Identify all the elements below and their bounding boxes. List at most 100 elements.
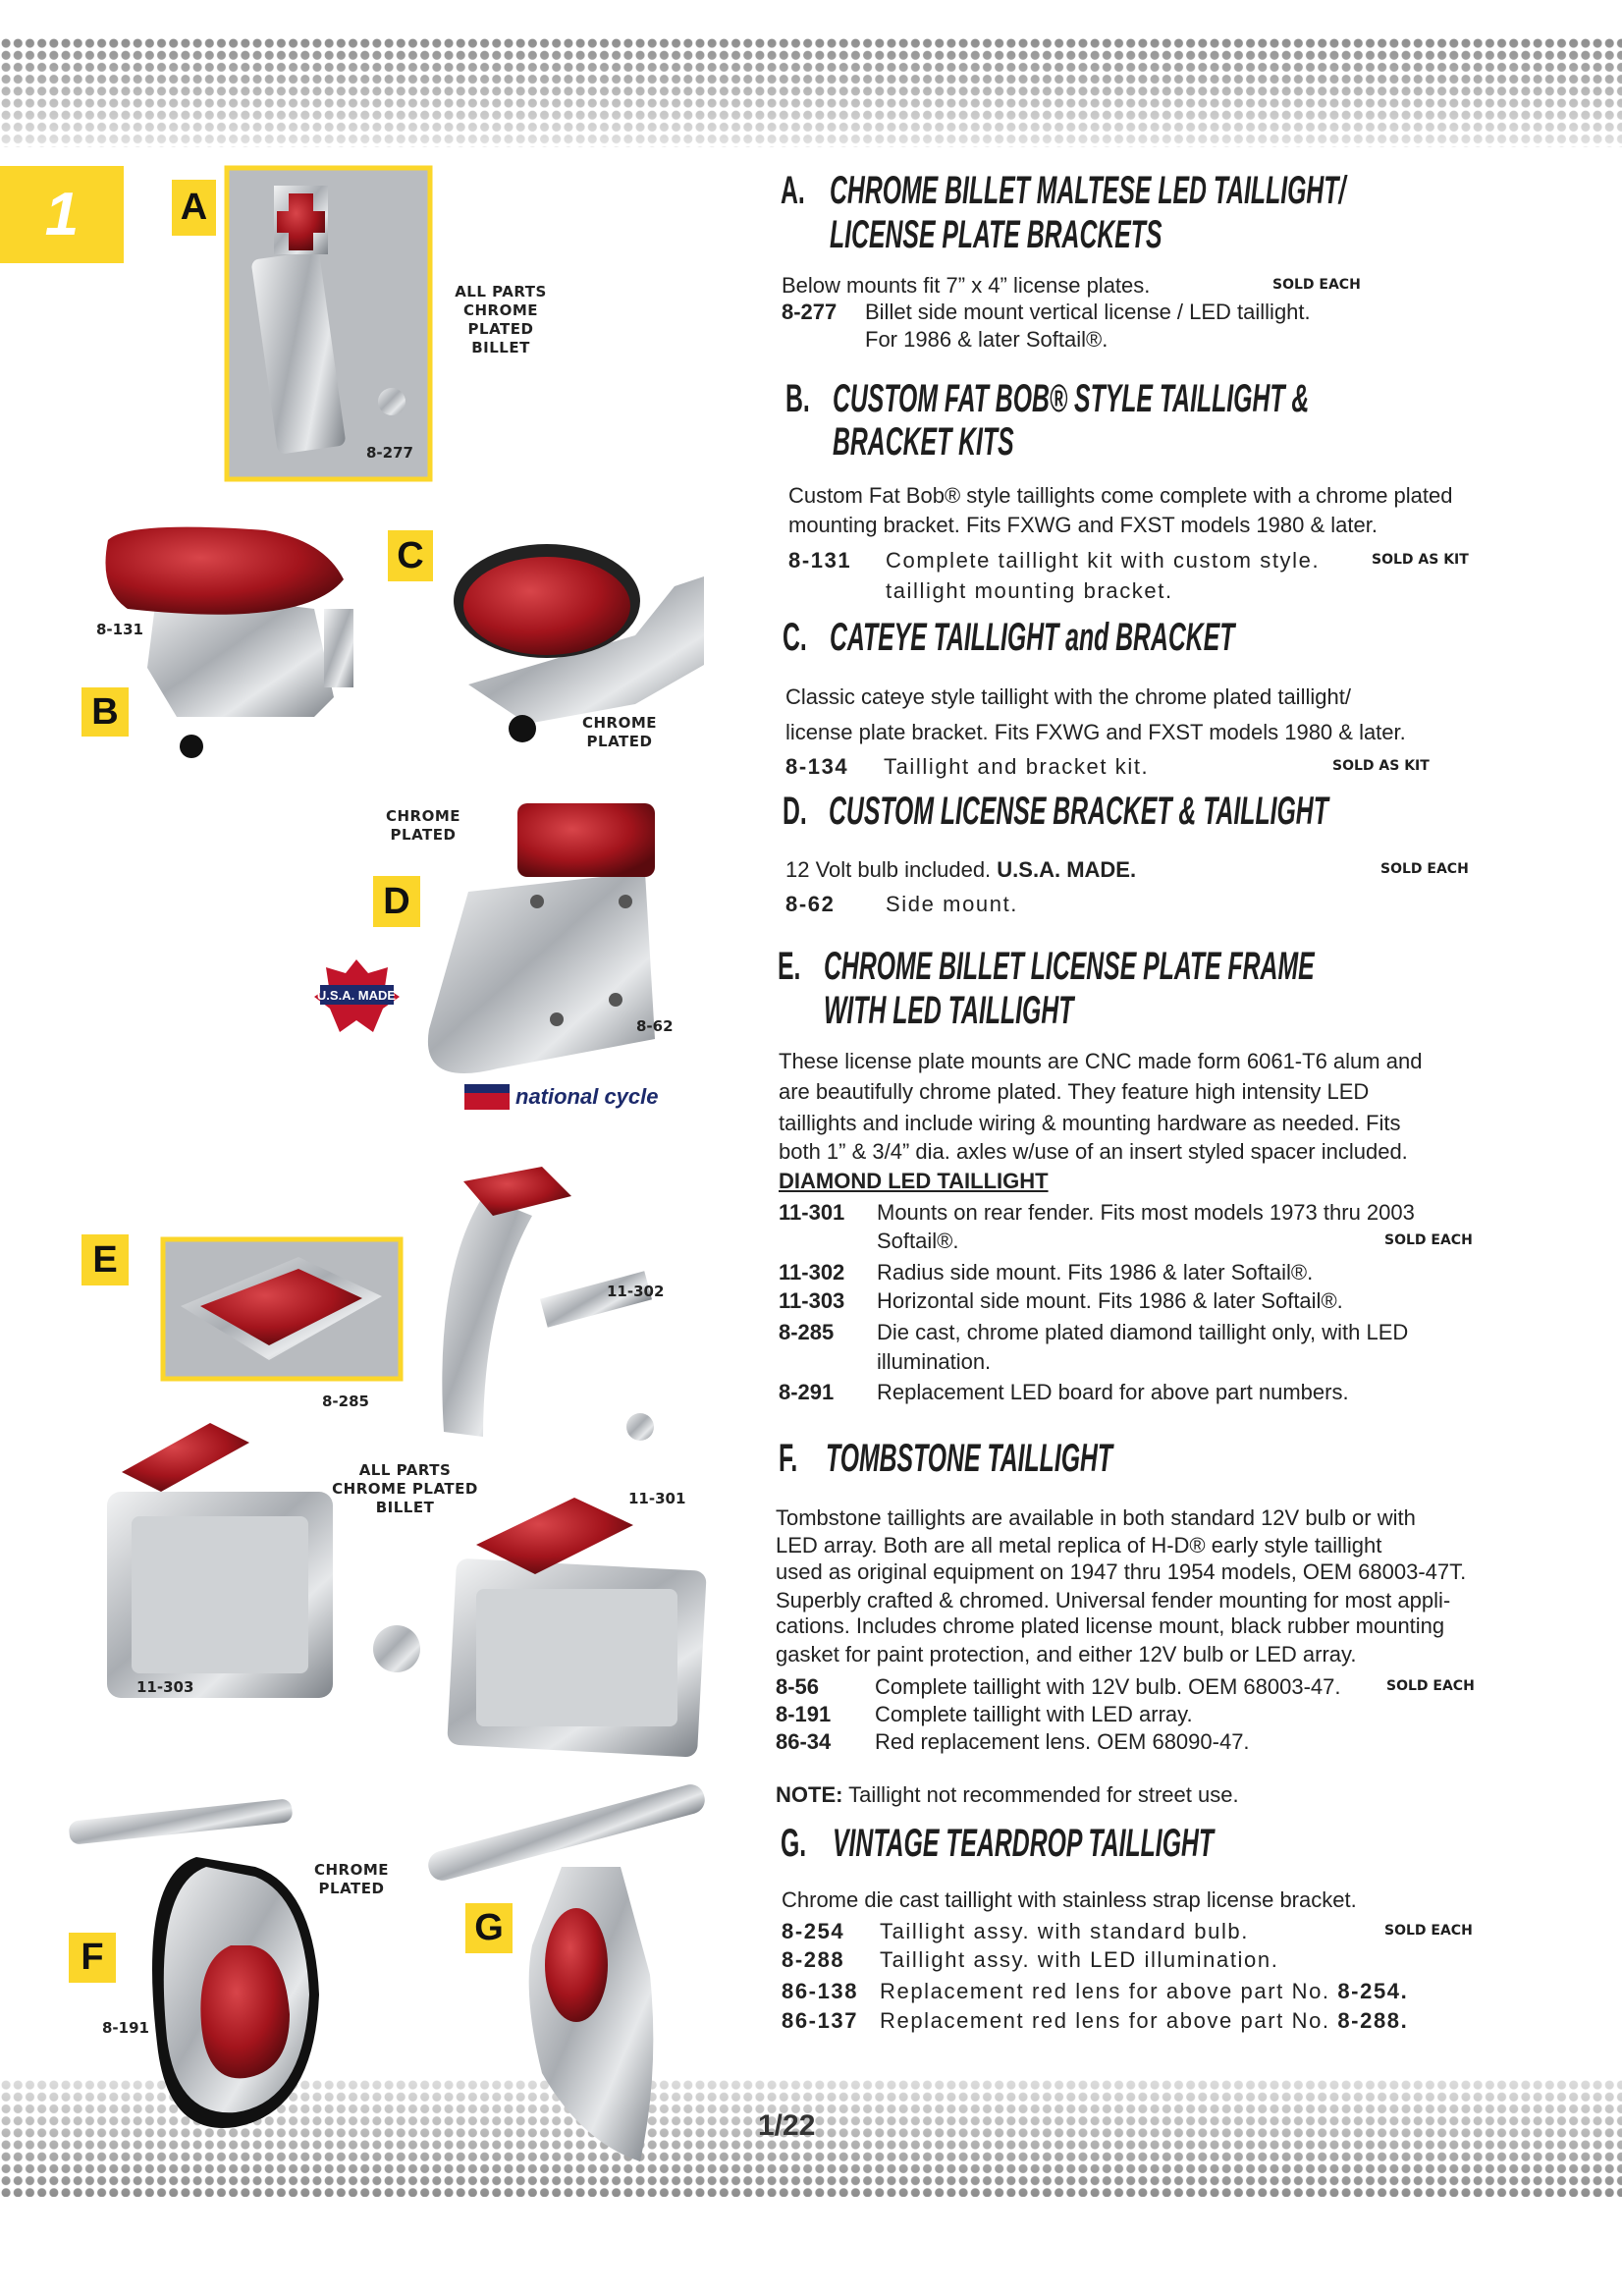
emphasis: 8-288. bbox=[1337, 2008, 1409, 2033]
section-title-line: CHROME BILLET MALTESE LED TAILLIGHT/ bbox=[829, 169, 1346, 212]
sold-tag: SOLD AS KIT bbox=[1372, 552, 1469, 568]
label-8-62: 8-62 bbox=[636, 1017, 674, 1035]
line-text: license plate bracket. Fits FXWG and FXS… bbox=[785, 720, 1406, 744]
note-label: NOTE: bbox=[776, 1782, 843, 1807]
part-number: 8-134 bbox=[785, 754, 849, 779]
part-description: Taillight assy. with standard bulb. bbox=[880, 1919, 1249, 1943]
text-line: DIAMOND LED TAILLIGHT bbox=[779, 1168, 1049, 1195]
section-heading-e: WITH LED TAILLIGHT bbox=[778, 987, 1073, 1034]
part-description: Complete taillight with 12V bulb. OEM 68… bbox=[875, 1674, 1341, 1699]
part-number: 11-302 bbox=[779, 1260, 845, 1285]
part-description: Billet side mount vertical license / LED… bbox=[865, 300, 1311, 324]
badge-f: F bbox=[69, 1933, 116, 1983]
part-description: Horizontal side mount. Fits 1986 & later… bbox=[877, 1288, 1343, 1313]
part-number: 8-56 bbox=[776, 1674, 820, 1699]
photo-8-191 bbox=[69, 1799, 319, 2128]
section-heading-d: D. CUSTOM LICENSE BRACKET & TAILLIGHT bbox=[783, 788, 1328, 835]
label-8-277: 8-277 bbox=[366, 444, 413, 462]
emphasis: U.S.A. MADE. bbox=[997, 857, 1137, 882]
section-heading-a: LICENSE PLATE BRACKETS bbox=[781, 211, 1162, 258]
part-description: Taillight assy. with LED illumination. bbox=[880, 1947, 1279, 1972]
line-text: These license plate mounts are CNC made … bbox=[779, 1049, 1423, 1073]
chapter-badge: 1 bbox=[0, 166, 124, 263]
part-number: 86-34 bbox=[776, 1729, 832, 1754]
text-line: NOTE: Taillight not recommended for stre… bbox=[776, 1781, 1239, 1809]
section-letter: C. bbox=[783, 616, 807, 659]
text-line: are beautifully chrome plated. They feat… bbox=[779, 1078, 1369, 1106]
text-line: cations. Includes chrome plated license … bbox=[776, 1613, 1444, 1640]
line-text: gasket for paint protection, and either … bbox=[776, 1642, 1357, 1667]
usa-made-badge: U.S.A. MADE bbox=[314, 959, 400, 1032]
emphasis: 8-254. bbox=[1337, 1979, 1409, 2003]
part-description: Radius side mount. Fits 1986 & later Sof… bbox=[877, 1260, 1314, 1285]
text-line: taillight mounting bracket. bbox=[886, 577, 1173, 605]
part-description: Complete taillight kit with custom style… bbox=[886, 548, 1321, 573]
part-row: 8-134 Taillight and bracket kit. bbox=[785, 753, 1149, 781]
line-text: used as original equipment on 1947 thru … bbox=[776, 1559, 1467, 1584]
line-text: are beautifully chrome plated. They feat… bbox=[779, 1079, 1370, 1104]
badge-g: G bbox=[465, 1903, 513, 1953]
text-line: Chrome die cast taillight with stainless… bbox=[782, 1886, 1357, 1914]
section-title-line: TOMBSTONE TAILLIGHT bbox=[825, 1437, 1113, 1480]
section-letter: D. bbox=[783, 790, 807, 833]
text-line: gasket for paint protection, and either … bbox=[776, 1641, 1357, 1668]
svg-defs bbox=[0, 0, 1, 1]
section-letter: A. bbox=[781, 169, 805, 212]
section-letter: B. bbox=[785, 377, 810, 420]
photo-8-62 bbox=[427, 803, 655, 1073]
section-heading-b: B.CUSTOM FAT BOB® STYLE TAILLIGHT & bbox=[785, 375, 1309, 422]
note-d: CHROME PLATED bbox=[385, 807, 461, 844]
section-title-line: CUSTOM LICENSE BRACKET & TAILLIGHT bbox=[828, 790, 1328, 833]
badge-d: D bbox=[373, 876, 420, 927]
section-heading-c: C.CATEYE TAILLIGHT and BRACKET bbox=[783, 614, 1234, 661]
subheading: DIAMOND LED TAILLIGHT bbox=[779, 1169, 1049, 1193]
sold-tag: SOLD EACH bbox=[1380, 861, 1469, 877]
dot-pattern-header bbox=[0, 37, 1622, 147]
part-description: Complete taillight with LED array. bbox=[875, 1702, 1193, 1726]
note-a: ALL PARTS CHROME PLATED BILLET bbox=[455, 283, 547, 356]
part-description: Taillight and bracket kit. bbox=[884, 754, 1150, 779]
sold-tag: SOLD EACH bbox=[1386, 1678, 1475, 1694]
part-description: Red replacement lens. OEM 68090-47. bbox=[875, 1729, 1250, 1754]
text-line: LED array. Both are all metal replica of… bbox=[776, 1532, 1381, 1559]
line-text: both 1” & 3/4” dia. axles w/use of an in… bbox=[779, 1139, 1408, 1164]
text-line: taillights and include wiring & mounting… bbox=[779, 1110, 1400, 1137]
note-f: CHROME PLATED bbox=[313, 1861, 390, 1897]
section-heading-g: G.VINTAGE TEARDROP TAILLIGHT bbox=[781, 1820, 1214, 1867]
sold-tag: SOLD EACH bbox=[1384, 1232, 1473, 1248]
label-8-285: 8-285 bbox=[322, 1393, 369, 1410]
text-line: used as original equipment on 1947 thru … bbox=[776, 1558, 1466, 1586]
sold-tag: SOLD EACH bbox=[1384, 1923, 1473, 1939]
part-number: 8-131 bbox=[788, 548, 852, 573]
photo-8-285 bbox=[160, 1236, 404, 1382]
line-text: cations. Includes chrome plated license … bbox=[776, 1613, 1445, 1638]
line-text: illumination. bbox=[877, 1349, 992, 1374]
sold-tag: SOLD EACH bbox=[1272, 277, 1361, 293]
section-heading-a: A. CHROME BILLET MALTESE LED TAILLIGHT/ bbox=[781, 167, 1345, 214]
part-description: Side mount. bbox=[886, 892, 1019, 916]
text-line: Softail®. bbox=[877, 1228, 958, 1255]
section-title-line: VINTAGE TEARDROP TAILLIGHT bbox=[832, 1822, 1215, 1865]
brand-text: national cycle bbox=[515, 1084, 659, 1109]
line-text: Chrome die cast taillight with stainless… bbox=[782, 1887, 1357, 1912]
label-8-191: 8-191 bbox=[102, 2019, 149, 2037]
section-title-line: WITH LED TAILLIGHT bbox=[823, 989, 1074, 1032]
text-line: license plate bracket. Fits FXWG and FXS… bbox=[785, 719, 1406, 746]
part-number: 8-285 bbox=[779, 1320, 835, 1344]
label-11-303: 11-303 bbox=[136, 1678, 194, 1696]
part-number: 8-288 bbox=[782, 1947, 845, 1972]
line-text: Classic cateye style taillight with the … bbox=[785, 684, 1351, 709]
text-line: 12 Volt bulb included. U.S.A. MADE. bbox=[785, 856, 1136, 884]
label-11-301: 11-301 bbox=[628, 1490, 686, 1507]
label-8-131: 8-131 bbox=[96, 621, 143, 638]
section-heading-e: E.CHROME BILLET LICENSE PLATE FRAME bbox=[778, 943, 1315, 990]
line-text: For 1986 & later Softail®. bbox=[865, 327, 1108, 352]
text-line: Tombstone taillights are available in bo… bbox=[776, 1504, 1416, 1532]
photo-11-302 bbox=[442, 1167, 654, 1441]
part-description: Mounts on rear fender. Fits most models … bbox=[877, 1200, 1415, 1225]
